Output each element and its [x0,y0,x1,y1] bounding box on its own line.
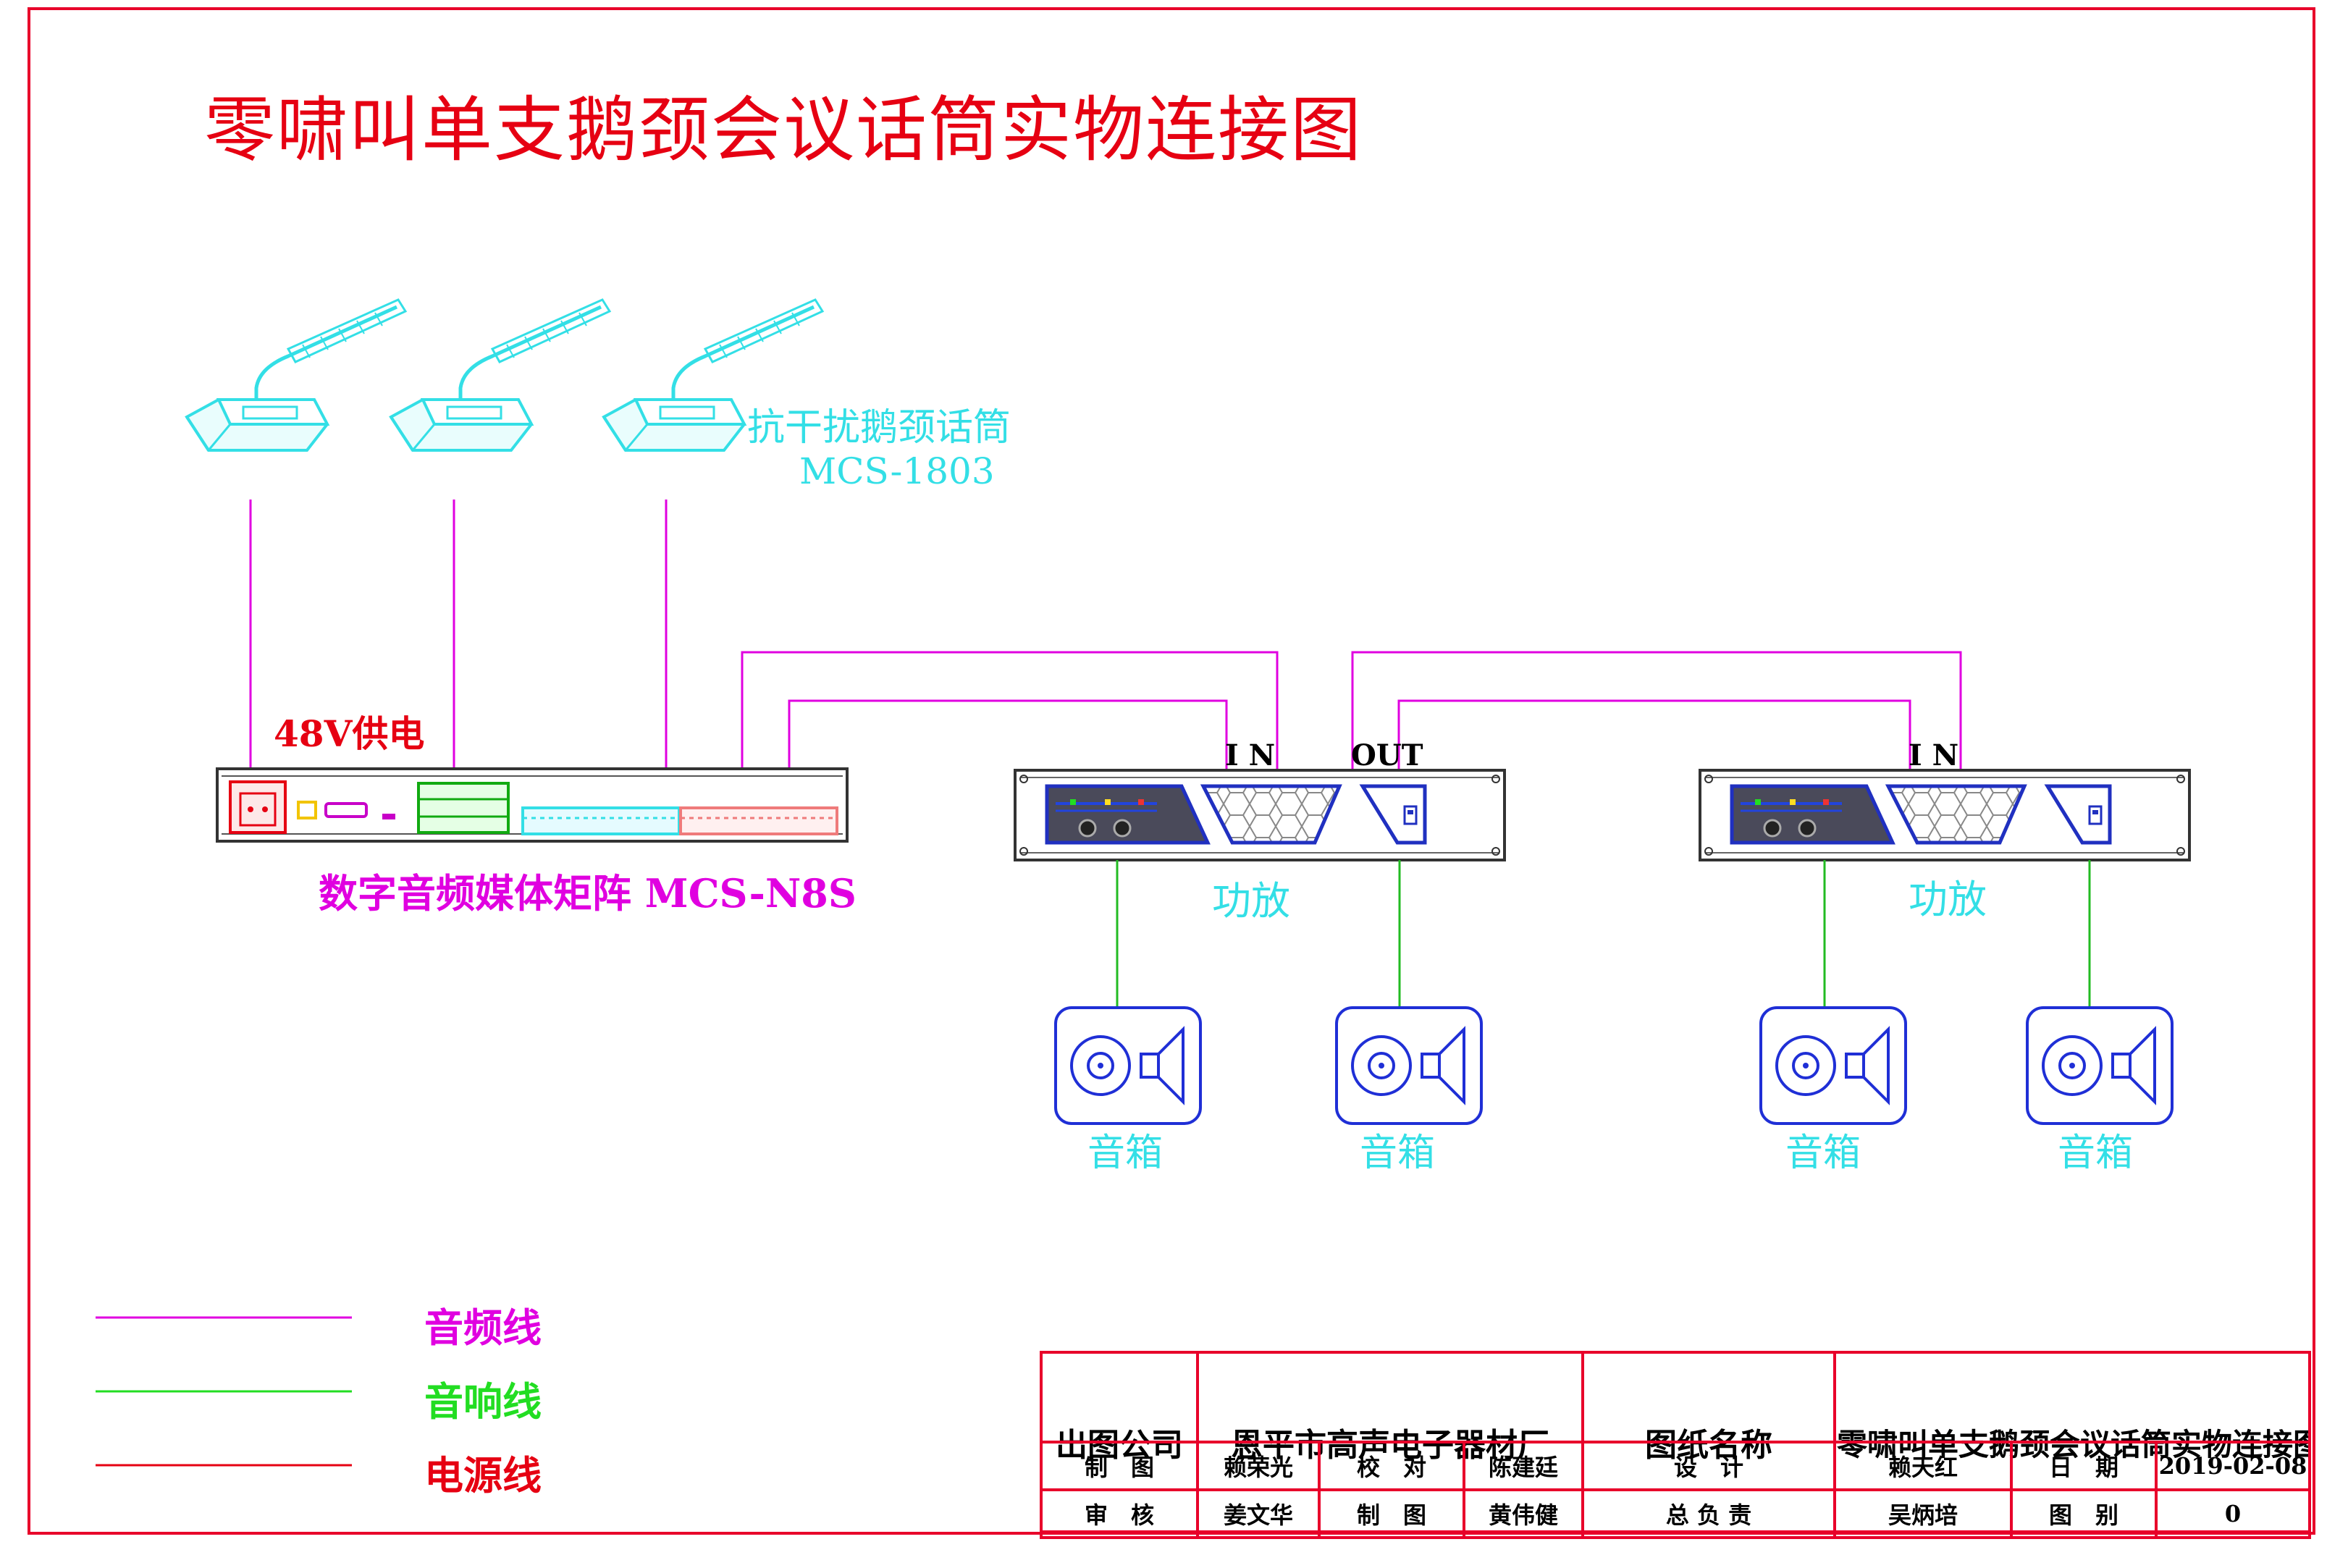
microphone-name-label: 抗干扰鹅颈话筒 [747,406,1011,450]
matrix-name-label: 数字音频媒体矩阵 MCS-N8S [319,870,857,916]
tb-r2-c4: 黄伟健 [1463,1488,1584,1539]
speaker-3-label: 音箱 [1785,1131,1861,1175]
legend-label-speaker: 音响线 [424,1378,542,1425]
microphone-2 [391,300,610,450]
tb-r2-c8: 0 [2155,1488,2311,1539]
tb-r1-c2: 赖荣光 [1196,1441,1321,1491]
tb-r2-c2: 姜文华 [1196,1488,1321,1539]
tb-r2-c1: 审 核 [1040,1488,1199,1539]
tb-r1-c5: 设 计 [1581,1441,1836,1491]
tb-r2-c5: 总 负 责 [1581,1488,1836,1539]
speaker-4-label: 音箱 [2058,1131,2134,1175]
tb-r2-c3: 制 图 [1318,1488,1465,1539]
title-block-rows: 制 图 赖荣光 校 对 陈建廷 设 计 赖天红 日 期 2019-02-08 审… [1040,1441,2311,1539]
speaker-3 [1759,1006,1907,1125]
amp1-out-label: OUT [1351,738,1423,772]
amplifier-2 [1700,770,2189,860]
amplifier-1 [1015,770,1505,860]
amp1-label: 功放 [1212,878,1290,924]
tb-r1-c6: 赖天红 [1833,1441,2013,1491]
mic-audio-cables [249,500,668,776]
speaker-1-label: 音箱 [1087,1131,1164,1175]
speaker-4 [2026,1006,2174,1125]
speaker-1 [1054,1006,1202,1125]
speaker-2-label: 音箱 [1360,1131,1436,1175]
legend-label-power: 电源线 [424,1452,542,1499]
amp1-to-amp2-cables [1351,651,1962,770]
legend-label-audio: 音频线 [424,1304,542,1351]
drawing-title: 零啸叫单支鹅颈会议话筒实物连接图 [204,89,1363,172]
tb-r1-c7: 日 期 [2010,1441,2158,1491]
amp2-in-label: I N [1909,738,1959,772]
tb-r1-c4: 陈建廷 [1463,1441,1584,1491]
speaker-2 [1335,1006,1483,1125]
tb-r1-c3: 校 对 [1318,1441,1465,1491]
tb-r1-c8: 2019-02-08 [2155,1441,2311,1491]
audio-matrix-device [216,767,849,843]
power-supply-label: 48V供电 [274,712,425,755]
amp1-in-label: I N [1225,738,1276,772]
speaker-cables [1116,860,2091,1008]
microphone-model-label: MCS-1803 [799,450,995,492]
amp2-label: 功放 [1909,877,1987,922]
matrix-to-amp1-cables [741,651,1279,776]
tb-r1-c1: 制 图 [1040,1441,1199,1491]
microphone-1 [187,300,405,450]
tb-r2-c7: 图 别 [2010,1488,2158,1539]
tb-r2-c6: 吴炳培 [1833,1488,2013,1539]
